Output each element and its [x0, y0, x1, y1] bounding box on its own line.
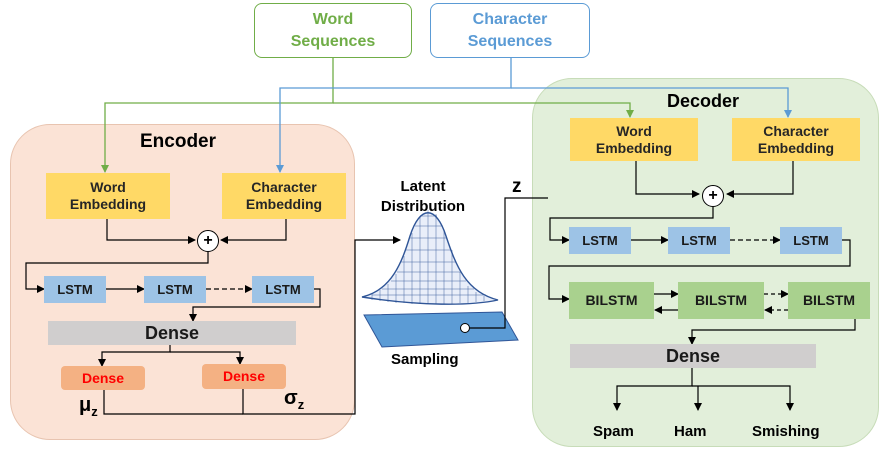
decoder-bilstm-3: BILSTM: [788, 282, 870, 319]
encoder-lstm-2: LSTM: [144, 276, 206, 303]
decoder-dense: Dense: [570, 344, 816, 368]
char-seq-wire-decoder: [511, 87, 792, 118]
encoder-combine-node: +: [197, 230, 219, 252]
output-spam: Spam: [593, 423, 634, 440]
word-sequences-input: Word Sequences: [254, 3, 412, 58]
encoder-lstm-3: LSTM: [252, 276, 314, 303]
encoder-lstm-1: LSTM: [44, 276, 106, 303]
character-sequences-input: Character Sequences: [430, 3, 590, 58]
word-seq-wire-decoder: [333, 102, 634, 118]
decoder-lstm-1: LSTM: [569, 227, 631, 254]
encoder-char-embedding: Character Embedding: [222, 173, 346, 219]
decoder-combine-node: +: [702, 185, 724, 207]
encoder-dense-sigma: Dense: [202, 364, 286, 389]
word-seq-wire: [101, 58, 334, 173]
encoder-dense-mu: Dense: [61, 366, 145, 390]
decoder-lstm-2: LSTM: [668, 227, 730, 254]
char-seq-wire: [276, 58, 512, 173]
decoder-bilstm-2: BILSTM: [678, 282, 764, 319]
encoder-title: Encoder: [140, 131, 217, 152]
latent-distribution-title: Latent Distribution: [380, 178, 466, 215]
decoder-bilstm-1: BILSTM: [569, 282, 654, 319]
decoder-lstm-3: LSTM: [780, 227, 842, 254]
encoder-word-embedding: Word Embedding: [46, 173, 170, 219]
decoder-title: Decoder: [667, 91, 740, 111]
output-smishing: Smishing: [752, 423, 820, 440]
sampling-label: Sampling: [391, 351, 459, 368]
decoder-word-embedding: Word Embedding: [570, 118, 698, 161]
decoder-char-embedding: Character Embedding: [732, 118, 860, 161]
latent-distribution-surface: [361, 210, 499, 305]
sample-point: [460, 323, 470, 333]
mu-z-label: μz: [79, 394, 98, 419]
output-ham: Ham: [674, 423, 707, 440]
sigma-z-label: σz: [284, 387, 305, 412]
sampling-plane: [363, 311, 519, 348]
encoder-dense: Dense: [48, 321, 296, 345]
z-label: z: [512, 176, 522, 197]
